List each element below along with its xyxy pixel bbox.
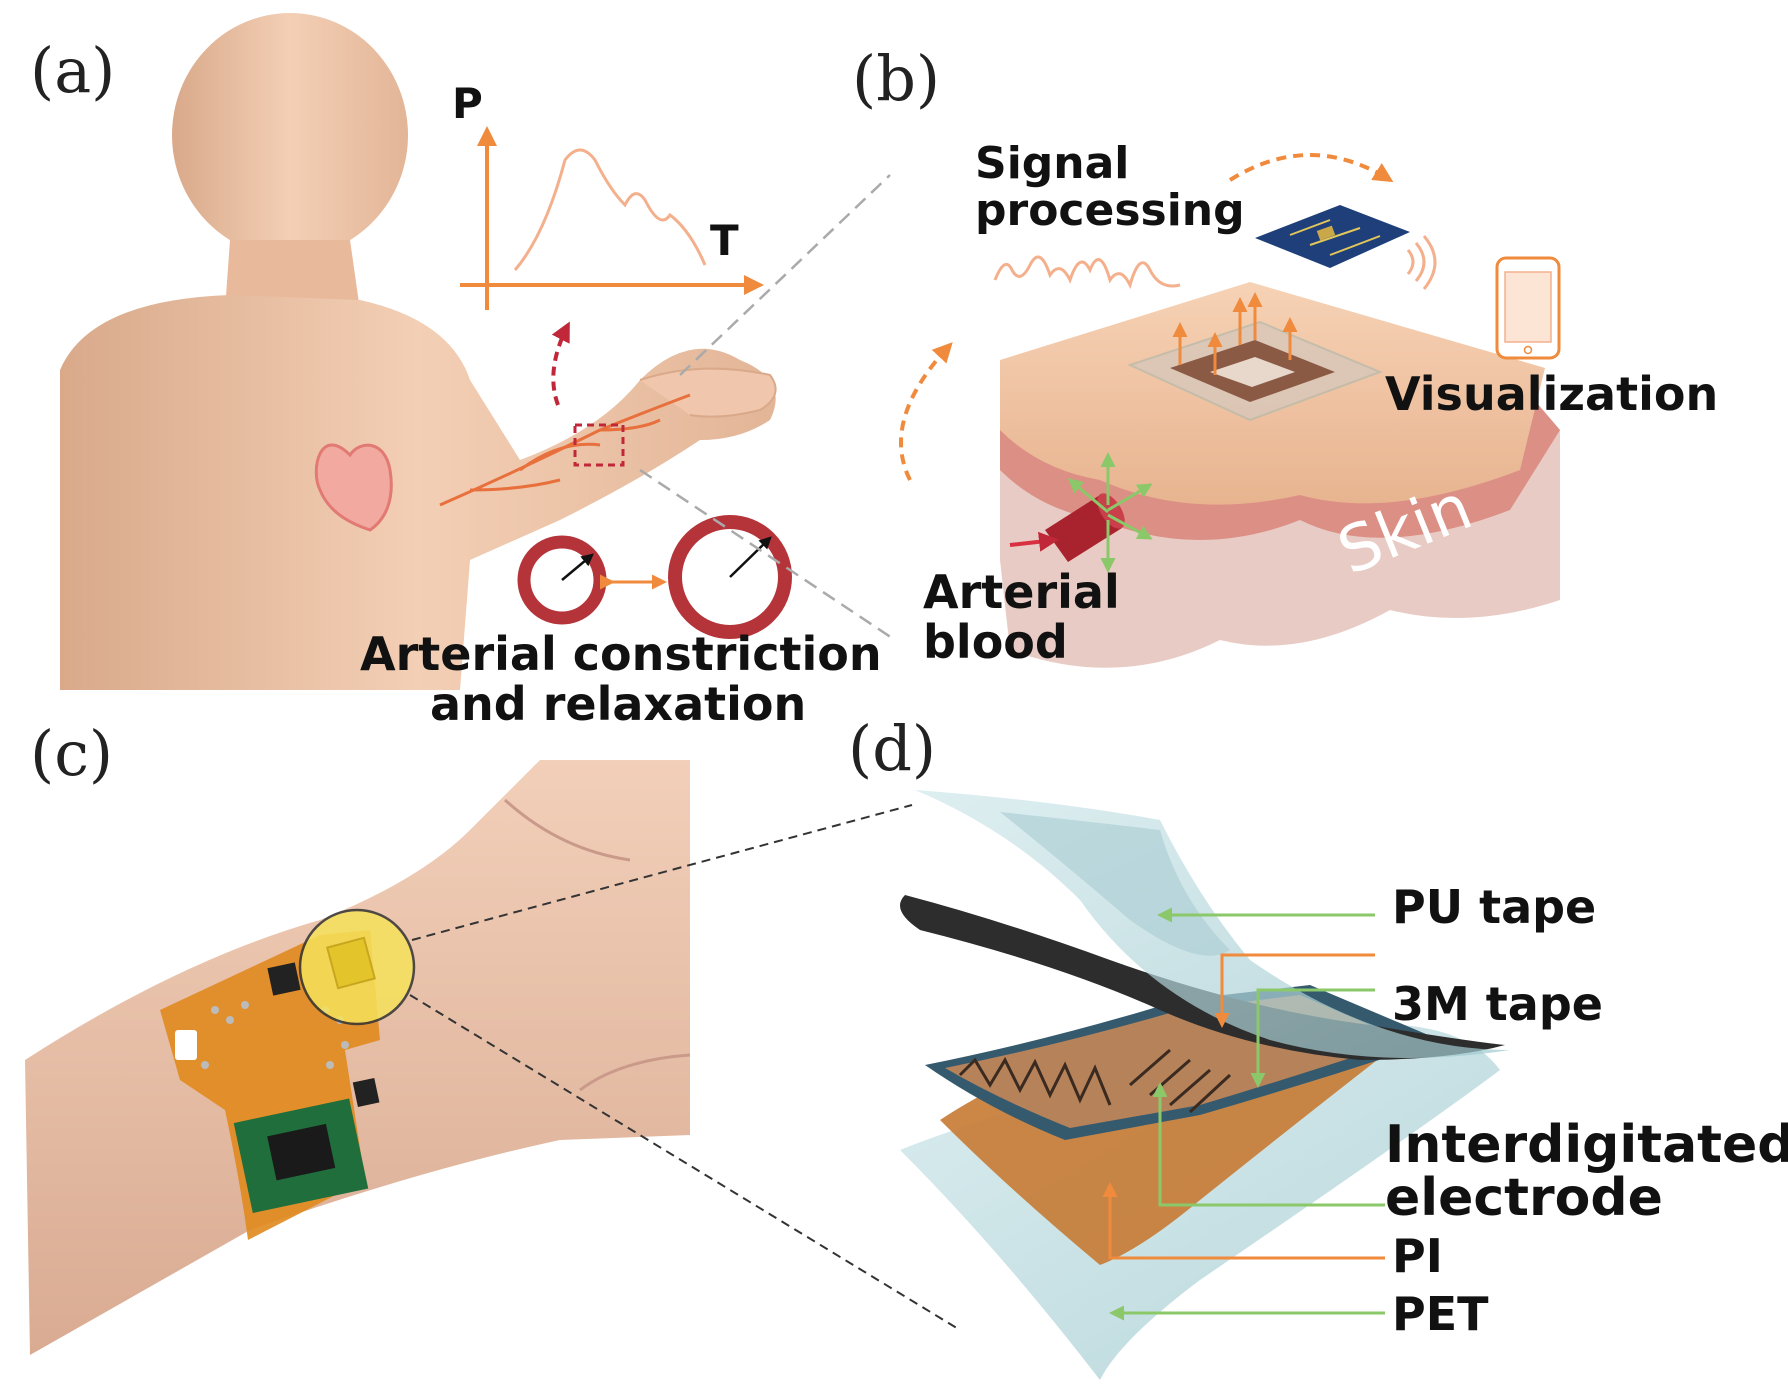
signal-processing-label-line1: Signal [975,138,1129,189]
from-skin-arrow [899,342,953,481]
artery-tube-icon [1009,452,1153,573]
pi-leader [1102,1182,1385,1260]
processed-waveform [993,255,1181,290]
x-axis-label: T [710,216,739,265]
arterial-blood-label-line1: Arterial [923,565,1120,619]
panel-c-letter: (c) [30,717,113,790]
heart-icon [314,443,393,532]
skin-block-illustration [1000,282,1560,668]
interdigitated-label-line1: Interdigitated [1385,1115,1788,1175]
pulse-waveform-plot: P T [452,79,764,310]
forearm-photo-illustration [25,760,691,1355]
sensor-highlight [298,908,416,1026]
panel-b: (b) Skin [852,42,1718,669]
visualization-label: Visualization [1385,367,1718,421]
connector [175,1030,197,1060]
electrode-leader [1152,1082,1385,1207]
signal-up-arrow [551,321,570,406]
3m-tape-leader [1250,988,1375,1088]
3m-tape-label: 3M tape [1392,977,1603,1031]
interdigitated-label-line2: electrode [1385,1168,1663,1228]
zoom-line-bottom-c [409,994,961,1331]
y-axis-label: P [452,79,483,128]
panel-a: (a) P T [30,13,896,731]
pet-label: PET [1392,1287,1489,1341]
black-film-leader [1214,953,1375,1028]
relaxed-artery-icon [668,515,792,639]
sensor-patch [1127,292,1383,422]
artery-cross-sections [517,515,792,639]
circuit-board-icon [1255,205,1410,268]
zoom-line-top [679,174,891,376]
layer-leader-lines [1102,907,1385,1321]
sensor-layer-stack [900,790,1510,1380]
measurement-site-box [573,423,625,467]
microcontroller-chip [267,962,301,996]
zoom-line-top-c [411,804,913,941]
smartphone-icon [1495,256,1561,360]
panel-d: (d) PU tap [848,712,1788,1380]
black-sensing-film [900,895,1505,1060]
panel-b-letter: (b) [852,42,940,115]
pi-label: PI [1392,1229,1443,1283]
artery-branches [439,393,691,507]
arterial-caption-line1: Arterial constriction [360,627,882,681]
arterial-blood-label-line2: blood [923,615,1068,669]
panel-a-letter: (a) [30,34,115,107]
pulse-waveform [513,148,707,271]
wireless-icon [1406,235,1437,290]
to-board-arrow [1228,153,1394,183]
panel-c: (c) [25,717,961,1355]
arterial-caption-line2: and relaxation [430,677,806,731]
pu-tape-label: PU tape [1392,880,1596,934]
human-torso-illustration [60,13,777,690]
zoom-line-bottom [639,468,896,642]
signal-processing-label-line2: processing [975,185,1245,236]
panel-d-letter: (d) [848,712,936,785]
